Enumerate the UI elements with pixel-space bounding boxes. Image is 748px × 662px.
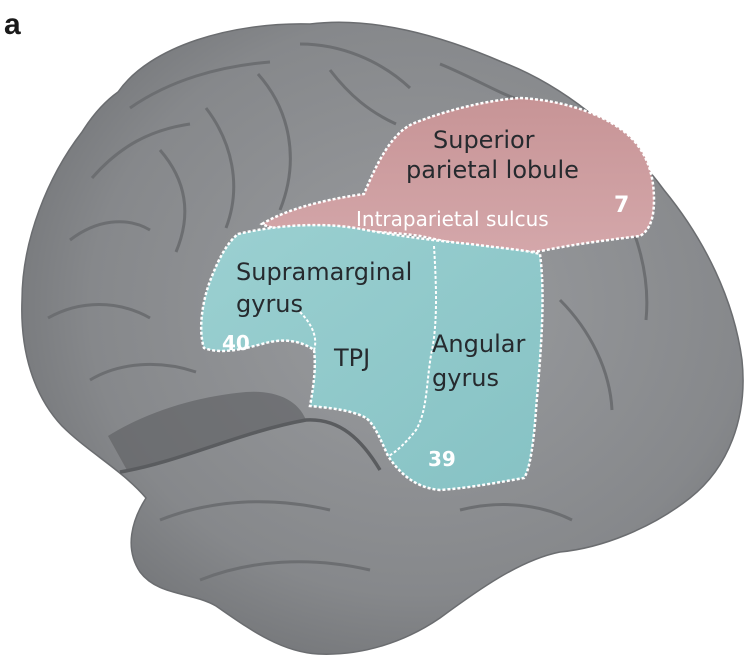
supramarginal-label-1: Supramarginal xyxy=(236,258,412,286)
superior-parietal-label-1: Superior xyxy=(433,126,535,154)
supramarginal-label-2: gyrus xyxy=(236,290,303,318)
superior-parietal-label-2: parietal lobule xyxy=(406,156,579,184)
brodmann-7-label: 7 xyxy=(614,193,629,218)
brodmann-40-label: 40 xyxy=(222,331,250,355)
tpj-label: TPJ xyxy=(333,344,370,372)
panel-label: a xyxy=(4,8,21,41)
angular-label-1: Angular xyxy=(432,330,525,358)
intraparietal-sulcus-label: Intraparietal sulcus xyxy=(356,207,549,231)
brodmann-39-label: 39 xyxy=(428,447,456,471)
angular-label-2: gyrus xyxy=(432,364,499,392)
